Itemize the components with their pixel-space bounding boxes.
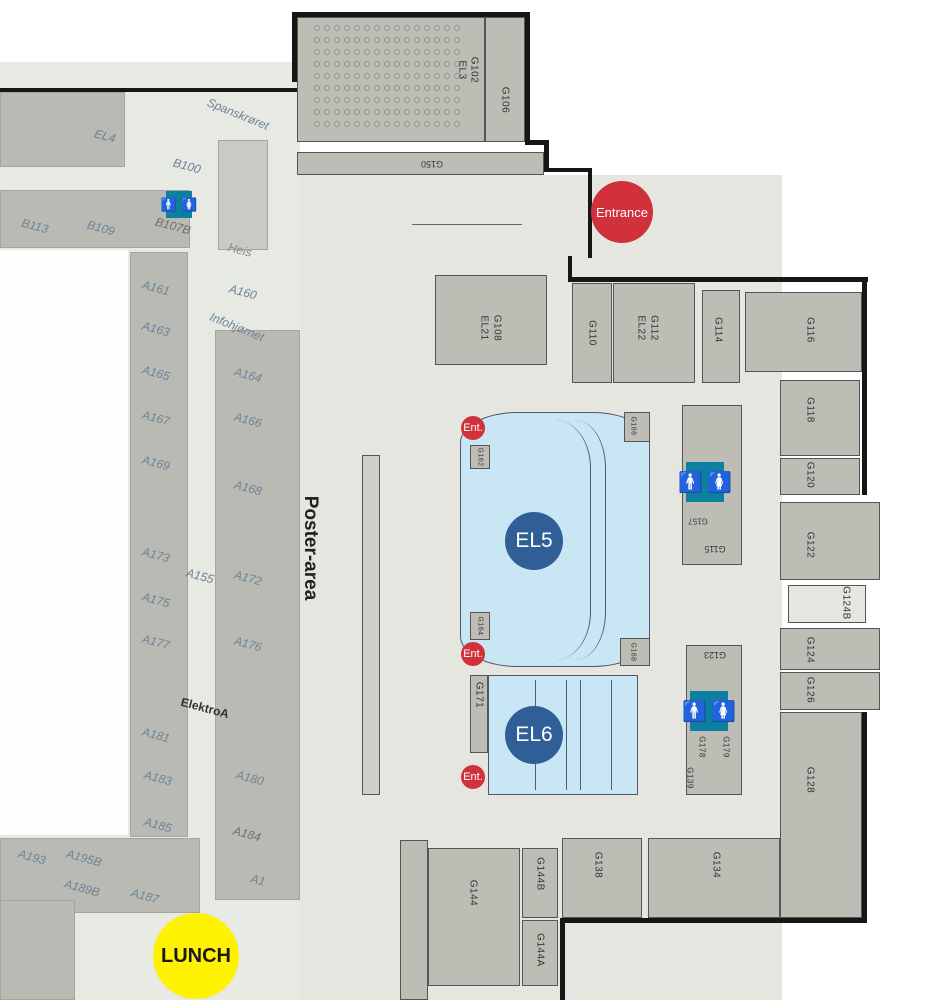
room-g171 <box>470 675 488 753</box>
room-g110 <box>572 283 612 383</box>
wall <box>292 12 297 82</box>
room-label: G178 <box>697 736 707 758</box>
wall <box>568 256 572 280</box>
room-label: G120 <box>804 461 816 489</box>
room-label: G123 <box>703 650 727 660</box>
room-g168 <box>620 638 650 666</box>
wall <box>588 168 592 258</box>
room-g112 <box>613 283 695 383</box>
wall <box>544 168 590 172</box>
room-label: G144B <box>534 857 546 891</box>
wall <box>862 712 867 922</box>
room-el4 <box>0 92 125 167</box>
room-g138 <box>562 838 642 918</box>
room-label: G162 <box>476 447 484 467</box>
lecture-seats <box>312 22 462 127</box>
room-label: G144 <box>467 879 479 907</box>
lunch-marker[interactable]: LUNCH <box>153 913 239 999</box>
toilet-icon: 🚹🚺 <box>682 691 736 731</box>
room-g106 <box>485 17 525 142</box>
toilet-icon: 🚹🚺 <box>161 191 197 218</box>
room-g118 <box>780 380 860 456</box>
room-label: G164 <box>476 616 484 636</box>
room-g126 <box>780 672 880 710</box>
room-label: G124 <box>804 636 816 664</box>
room-label: G110 <box>586 320 598 346</box>
room-g144 <box>428 848 520 986</box>
wall <box>0 88 300 92</box>
room-label: G166 <box>629 416 637 436</box>
room-label: G122 <box>804 531 816 559</box>
room-label: G168 <box>629 642 637 662</box>
room-label: EL22 <box>635 315 647 341</box>
room-g116 <box>745 292 862 372</box>
hall-entrance-marker[interactable]: Ent. <box>461 416 485 440</box>
hall-entrance-marker[interactable]: Ent. <box>461 642 485 666</box>
room-label: G150 <box>420 159 444 169</box>
toilet-icon: 🚹🚺 <box>678 462 732 502</box>
west-wall-block <box>400 840 428 1000</box>
poster-area-corridor <box>300 180 362 1000</box>
room-g120 <box>780 458 860 495</box>
wall <box>568 277 868 282</box>
room-label: G106 <box>499 86 511 114</box>
room-label: G139 <box>685 767 695 789</box>
room-label: G116 <box>804 317 816 343</box>
room-g162 <box>470 445 490 469</box>
room-g114 <box>702 290 740 383</box>
room-label: G108 <box>491 314 503 342</box>
seat-rows <box>545 420 606 660</box>
room-label: G179 <box>721 736 731 758</box>
room-label: G126 <box>804 676 816 704</box>
wall <box>292 12 529 17</box>
room-label: G118 <box>804 397 816 423</box>
room-label: EL3 <box>456 60 468 80</box>
room-label: G144A <box>534 933 546 967</box>
hall-entrance-marker[interactable]: Ent. <box>461 765 485 789</box>
room-label: G138 <box>592 851 604 879</box>
seat-rows <box>580 680 612 790</box>
wall <box>544 140 549 170</box>
a-column-east <box>215 330 300 900</box>
room-g150 <box>297 152 544 175</box>
wall <box>862 280 867 495</box>
room-label: EL21 <box>478 315 490 341</box>
room-label: G128 <box>804 766 816 794</box>
room-label: G102 <box>468 56 480 84</box>
room-label: G124B <box>840 586 852 620</box>
room-label: G112 <box>648 315 660 341</box>
room-g144b <box>522 848 558 918</box>
wall <box>525 12 530 142</box>
room-g144a <box>522 920 558 986</box>
gallery-left <box>362 455 380 795</box>
hall-marker-el5[interactable]: EL5 <box>505 512 563 570</box>
room-g128 <box>780 712 862 918</box>
room-g134 <box>648 838 780 918</box>
courtyard <box>0 250 128 835</box>
stair-block <box>218 140 268 250</box>
room-label: G157 <box>688 516 708 526</box>
room-g124 <box>780 628 880 670</box>
room-g108 <box>435 275 547 365</box>
a-southwest-block <box>0 900 75 1000</box>
room-g164 <box>470 612 490 640</box>
a-south-block <box>0 838 200 913</box>
room-label: G171 <box>473 681 485 709</box>
room-label: G114 <box>712 317 724 343</box>
entrance-arrow <box>412 224 522 225</box>
wall <box>525 140 547 145</box>
room-g122 <box>780 502 880 580</box>
wall <box>560 918 867 923</box>
entrance-marker[interactable]: Entrance <box>591 181 653 243</box>
hall-marker-el6[interactable]: EL6 <box>505 706 563 764</box>
entrance-hall <box>300 175 570 265</box>
area-label-poster-area: Poster-area <box>300 495 321 601</box>
room-label: G134 <box>710 851 722 879</box>
room-g124b <box>788 585 866 623</box>
wall <box>560 918 565 1000</box>
room-label: G115 <box>704 544 726 554</box>
a-column-west <box>130 252 188 837</box>
b-row <box>0 190 190 248</box>
room-g166 <box>624 412 650 442</box>
